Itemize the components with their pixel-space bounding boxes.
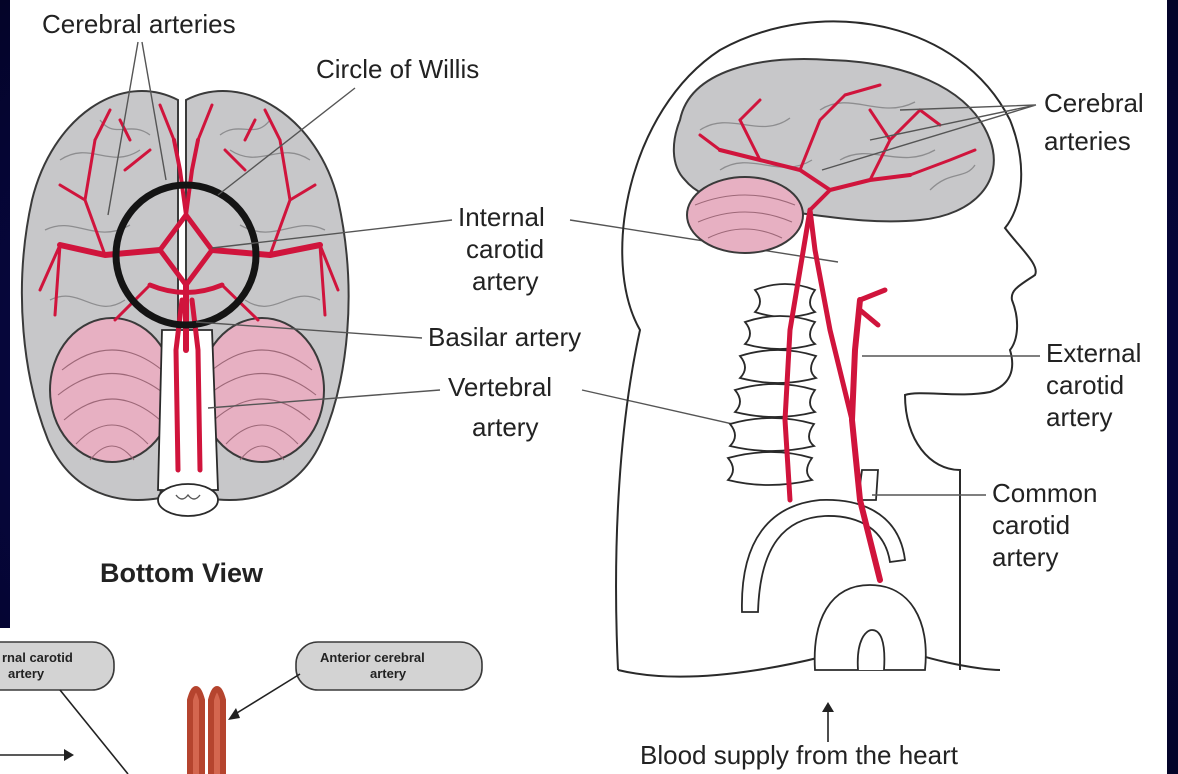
label-vertebral-line2: artery	[472, 412, 538, 442]
right-cerebellum	[200, 318, 324, 462]
label-cerebral-arteries-left: Cerebral arteries	[42, 9, 236, 39]
cervical-vertebrae	[728, 284, 816, 485]
callout-anterior-cerebral-line2: artery	[370, 666, 407, 681]
label-external-carotid-line3: artery	[1046, 402, 1112, 432]
label-external-carotid-line1: External	[1046, 338, 1141, 368]
label-basilar-artery: Basilar artery	[428, 322, 581, 352]
label-vertebral-line1: Vertebral	[448, 372, 552, 402]
label-internal-carotid-line2: carotid	[466, 234, 544, 264]
left-cerebellum	[50, 318, 174, 462]
bottom-view-brain	[22, 91, 349, 516]
label-internal-carotid-line1: Internal	[458, 202, 545, 232]
caption-bottom-view: Bottom View	[100, 558, 264, 588]
callout-anterior-cerebral-line1: Anterior cerebral	[320, 650, 425, 665]
label-external-carotid-line2: carotid	[1046, 370, 1124, 400]
callout-internal-carotid-line2: artery	[8, 666, 45, 681]
label-common-carotid-line1: Common	[992, 478, 1097, 508]
label-common-carotid-line3: artery	[992, 542, 1058, 572]
inset-diagram: rnal carotid artery Anterior cerebral ar…	[0, 642, 482, 774]
label-cerebral-arteries-right-line2: arteries	[1044, 126, 1131, 156]
label-common-carotid-line2: carotid	[992, 510, 1070, 540]
callout-internal-carotid-line1: rnal carotid	[2, 650, 73, 665]
side-view-head	[616, 21, 1036, 676]
brainstem	[158, 330, 218, 490]
label-circle-of-willis: Circle of Willis	[316, 54, 479, 84]
side-cerebellum	[687, 177, 803, 253]
label-cerebral-arteries-right-line1: Cerebral	[1044, 88, 1144, 118]
anterior-cerebral-vessels	[190, 689, 223, 774]
label-blood-supply: Blood supply from the heart	[640, 740, 959, 770]
label-internal-carotid-line3: artery	[472, 266, 538, 296]
